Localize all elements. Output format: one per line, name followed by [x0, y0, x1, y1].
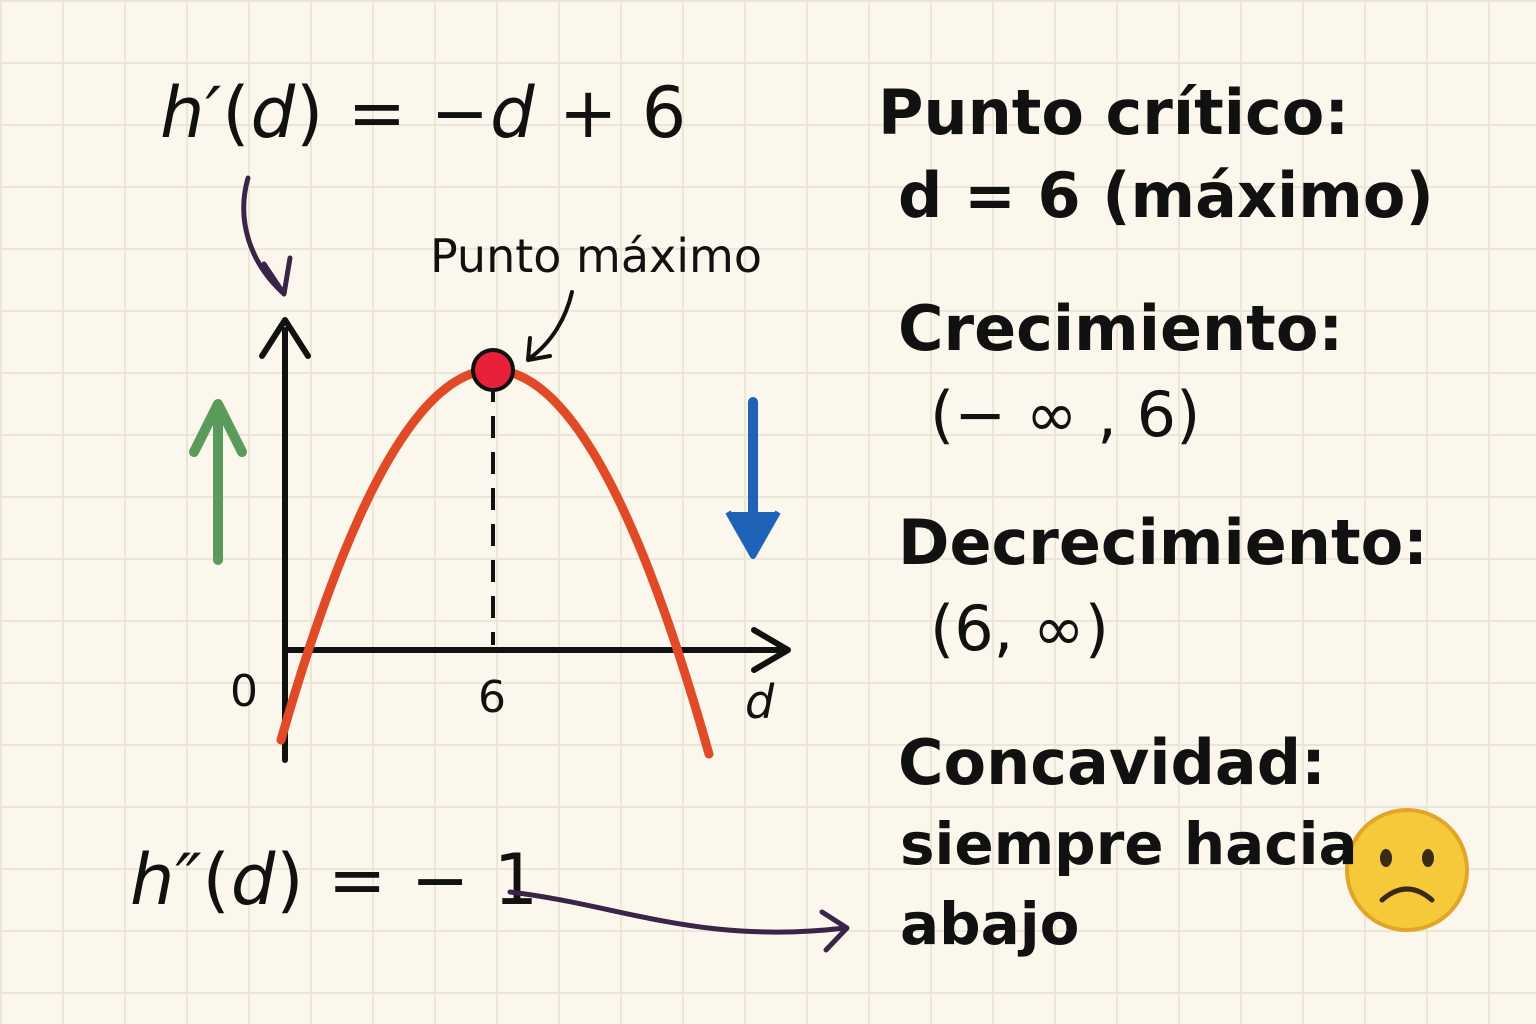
- concavity-line-2: abajo: [900, 890, 1080, 958]
- decreasing-title: Decrecimiento:: [898, 506, 1428, 579]
- frowning-face-icon: [1345, 808, 1469, 932]
- second-derivative-fn: h″: [130, 839, 203, 921]
- equals-sign: =: [324, 72, 431, 154]
- y-axis-arrowhead: [259, 317, 311, 359]
- x-axis-arrowhead: [751, 627, 791, 673]
- max-label-pointer-arrow: [528, 290, 574, 360]
- paren-close: ): [276, 839, 305, 921]
- formula-pointer-arrow: [241, 175, 285, 295]
- decreasing-arrow-head: [725, 510, 781, 559]
- max-label-pointer-arrowhead: [526, 336, 552, 362]
- concavity-pointer-arrowhead: [819, 909, 850, 953]
- paren-open: (: [222, 72, 251, 154]
- decreasing-interval: (6, ∞): [930, 592, 1109, 665]
- second-derivative-var: d: [230, 839, 277, 921]
- first-derivative-formula: h′(d) = −d + 6: [160, 78, 687, 148]
- second-derivative-value: − 1: [410, 839, 540, 921]
- x-axis-label: d: [745, 675, 775, 729]
- concavity-title: Concavidad:: [898, 726, 1326, 799]
- paren-close: ): [296, 72, 325, 154]
- first-derivative-fn: h′: [160, 72, 223, 154]
- first-derivative-var: d: [250, 72, 297, 154]
- concavity-pointer-arrow: [507, 889, 848, 935]
- formula-pointer-arrowhead: [261, 255, 293, 297]
- critical-point-value: d = 6 (máximo): [898, 159, 1434, 232]
- x-tick-label: 6: [478, 672, 506, 723]
- critical-point-title: Punto crítico:: [878, 76, 1350, 149]
- increasing-title: Crecimiento:: [898, 292, 1344, 365]
- increasing-arrow-head: [189, 399, 247, 457]
- increasing-interval: (− ∞ , 6): [930, 378, 1201, 451]
- max-point: [471, 348, 515, 392]
- equals-sign: =: [304, 839, 411, 921]
- first-derivative-expr-var: −d: [430, 72, 536, 154]
- concavity-line-1: siempre hacia: [900, 810, 1358, 878]
- max-point-label: Punto máximo: [430, 229, 762, 283]
- origin-label: 0: [230, 666, 258, 717]
- first-derivative-expr-rest: + 6: [535, 72, 688, 154]
- paren-open: (: [202, 839, 231, 921]
- second-derivative-formula: h″(d) = − 1: [130, 845, 539, 915]
